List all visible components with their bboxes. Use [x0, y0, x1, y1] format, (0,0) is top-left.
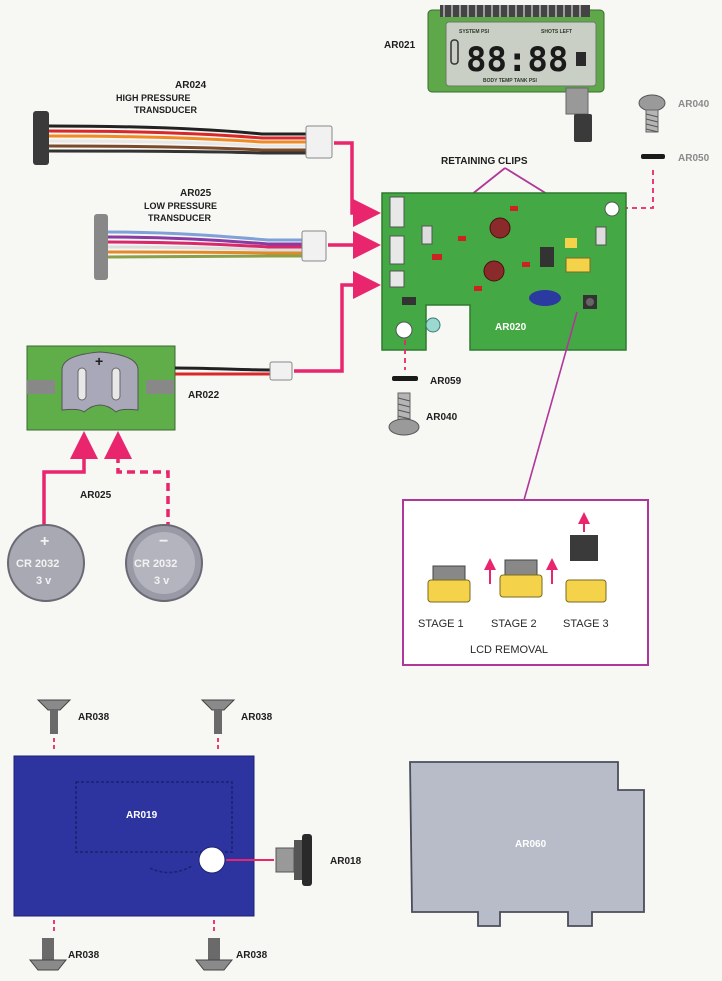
- label-screw-bottom: AR040: [426, 412, 458, 423]
- stage1-connector: [427, 565, 471, 603]
- washer-top-right: [641, 154, 665, 159]
- label-stage2: STAGE 2: [491, 618, 537, 630]
- lcd-connector: [565, 87, 592, 142]
- coin-cell-positive: + CR 2032 3 v: [7, 524, 85, 602]
- lcd-battery-icon: [576, 52, 586, 66]
- label-lp-line1: LOW PRESSURE: [144, 201, 217, 211]
- label-stage3: STAGE 3: [563, 618, 609, 630]
- label-screw-top-right: AR040: [678, 99, 710, 110]
- high-pressure-transducer-cable: [33, 111, 333, 165]
- label-screw-tr: AR038: [241, 712, 273, 723]
- label-hp-line1: HIGH PRESSURE: [116, 93, 191, 103]
- label-hp-line2: TRANSDUCER: [134, 105, 198, 115]
- label-main-board: AR020: [495, 322, 527, 333]
- label-knob: AR018: [330, 856, 362, 867]
- leader-lcd-removal: [523, 311, 578, 501]
- label-housing-plate: AR019: [126, 810, 158, 821]
- lcd-system-psi: SYSTEM PSI: [459, 29, 490, 35]
- label-retaining-clips: RETAINING CLIPS: [441, 156, 528, 167]
- label-washer-bottom: AR059: [430, 376, 462, 387]
- battery-holder: +: [26, 345, 293, 431]
- retaining-clip-left: [421, 225, 433, 245]
- coin-negative-model: CR 2032: [134, 558, 177, 570]
- screw-top-right: [638, 94, 666, 133]
- label-gasket: AR060: [515, 839, 547, 850]
- arrow-holder-to-board: [294, 271, 381, 373]
- lcd-shots-left: SHOTS LEFT: [541, 29, 572, 35]
- stage3-connector: [565, 512, 607, 603]
- lcd-bottom-legend: BODY TEMP TANK PSI: [483, 78, 538, 84]
- label-lp-line2: TRANSDUCER: [148, 213, 212, 223]
- coin-positive-sign: +: [40, 533, 49, 550]
- label-battery-holder: AR022: [188, 390, 220, 401]
- lcd-pins: [440, 5, 590, 17]
- label-hp-code: AR024: [175, 80, 207, 91]
- gasket: AR060: [409, 761, 645, 927]
- thermometer-icon: [450, 39, 459, 65]
- label-washer-top-right: AR050: [678, 153, 710, 164]
- lcd-removal-box: STAGE 1 STAGE 2 STAGE 3 LCD REMOVAL: [402, 499, 649, 666]
- arrow-battery-negative: [104, 431, 170, 530]
- label-screw-br: AR038: [236, 950, 268, 961]
- coin-cell-negative: − CR 2032 3 v: [125, 524, 203, 602]
- label-lcd-removal: LCD REMOVAL: [470, 644, 548, 656]
- screw-bottom: [388, 392, 420, 436]
- coin-negative-voltage: 3 v: [154, 575, 170, 587]
- stage2-connector: [484, 558, 558, 598]
- washer-bottom: [392, 376, 418, 381]
- label-screw-bl: AR038: [68, 950, 100, 961]
- screw-housing-top-right: [200, 699, 236, 734]
- main-circuit-board: AR020: [381, 192, 627, 351]
- knob: [275, 834, 312, 886]
- battery-holder-plus: +: [95, 353, 103, 369]
- coin-positive-model: CR 2032: [16, 558, 59, 570]
- label-stage1: STAGE 1: [418, 618, 464, 630]
- dashed-line-top-right-screw: [625, 170, 654, 209]
- screw-housing-bottom-left: [28, 938, 68, 971]
- low-pressure-transducer-cable: [94, 214, 327, 280]
- label-lcd-display: AR021: [384, 40, 416, 51]
- screw-housing-bottom-right: [194, 938, 234, 971]
- arrow-hp-to-board: [334, 141, 381, 227]
- coin-negative-sign: −: [159, 533, 168, 550]
- lcd-display-module: SYSTEM PSI SHOTS LEFT 88:88 BODY TEMP TA…: [427, 5, 605, 142]
- lcd-digits: 88:88: [466, 40, 568, 80]
- coin-positive-voltage: 3 v: [36, 575, 52, 587]
- retaining-clip-right: [595, 226, 607, 246]
- label-screw-tl: AR038: [78, 712, 110, 723]
- label-batteries: AR025: [80, 490, 112, 501]
- housing-plate: AR019: [13, 755, 255, 917]
- label-lp-code: AR025: [180, 188, 212, 199]
- screw-housing-top-left: [36, 699, 72, 734]
- arrow-battery-positive: [42, 431, 98, 530]
